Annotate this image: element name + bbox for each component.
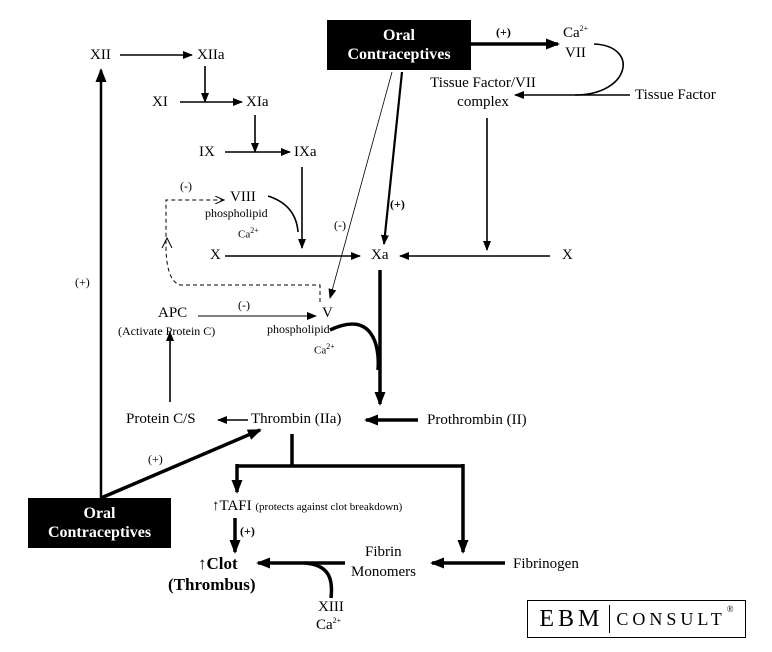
- sign-plus-thrombin: (+): [148, 452, 163, 466]
- logo-consult: CONSULT: [616, 608, 726, 629]
- node-xiia: XIIa: [197, 47, 225, 63]
- node-ca-viii: Ca2+: [238, 227, 259, 241]
- ebm-consult-logo: EBM CONSULT ®: [527, 600, 746, 638]
- ca-text: Ca: [314, 344, 327, 357]
- node-xii: XII: [90, 47, 111, 63]
- node-vii: VII: [565, 45, 586, 61]
- connector-thrombin-branch: [237, 434, 463, 468]
- node-x-left: X: [210, 247, 221, 263]
- ca-text: Ca: [238, 228, 251, 241]
- logo-divider: [609, 605, 611, 633]
- tafi-text: TAFI: [219, 498, 252, 514]
- node-xa: Xa: [371, 247, 389, 263]
- node-thrombus: (Thrombus): [168, 575, 256, 594]
- node-tissue-factor-vii: Tissue Factor/VII: [430, 75, 536, 91]
- sign-plus-tafi: (+): [240, 524, 255, 538]
- node-apc-full: (Activate Protein C): [118, 324, 216, 338]
- node-phospholipid-viii: phospholipid: [205, 206, 268, 220]
- ca-charge: 2+: [579, 24, 589, 33]
- sign-plus-xa: (+): [390, 197, 405, 211]
- logo-ebm: EBM: [539, 605, 604, 632]
- node-fibrinogen: Fibrinogen: [513, 556, 579, 572]
- ca-charge: 2+: [326, 342, 335, 351]
- node-protein-cs: Protein C/S: [126, 411, 196, 427]
- dashed-apc-up-arrow: [161, 236, 173, 249]
- increase-arrow: ↑: [198, 554, 207, 573]
- arrow-oc-to-v-inhibit: [328, 71, 393, 299]
- node-xia: XIa: [246, 94, 269, 110]
- oral-contraceptives-box-top: Oral Contraceptives: [327, 20, 471, 70]
- sign-plus-vii: (+): [496, 25, 511, 39]
- node-xiii: XIII: [318, 599, 344, 615]
- oc-top-line1: Oral: [383, 27, 415, 44]
- node-v: V: [322, 305, 333, 321]
- ca-text: Ca: [563, 25, 580, 41]
- node-fibrin: Fibrin: [365, 544, 402, 560]
- node-prothrombin: Prothrombin (II): [427, 412, 527, 428]
- node-xi: XI: [152, 94, 168, 110]
- node-ca-vii: Ca2+: [563, 25, 588, 41]
- ca-charge: 2+: [250, 226, 259, 235]
- arrow-oc-to-xa: [380, 71, 404, 245]
- node-tissue-factor: Tissue Factor: [635, 87, 716, 103]
- ca-charge: 2+: [332, 616, 342, 625]
- node-apc: APC: [158, 305, 188, 321]
- sign-minus-apc: (-): [238, 298, 250, 312]
- oc-bottom-line1: Oral: [83, 505, 116, 522]
- arrow-oc-to-thrombin: [100, 428, 262, 500]
- node-clot: ↑Clot: [198, 555, 238, 572]
- sign-minus-v: (-): [334, 218, 346, 232]
- node-viii: VIII: [230, 189, 256, 205]
- node-ca-xiii: Ca2+: [316, 617, 341, 633]
- clot-text: Clot: [206, 554, 238, 573]
- node-ixa: IXa: [294, 144, 317, 160]
- curve-vii-tissue-factor: [574, 43, 624, 96]
- node-tafi: ↑TAFI (protects against clot breakdown): [212, 499, 402, 514]
- oral-contraceptives-box-bottom: Oral Contraceptives: [28, 498, 171, 548]
- oc-top-line2: Contraceptives: [347, 46, 451, 63]
- node-complex: complex: [457, 94, 509, 110]
- ca-text: Ca: [316, 617, 333, 633]
- oc-bottom-line2: Contraceptives: [47, 524, 152, 541]
- node-ix: IX: [199, 144, 215, 160]
- curve-v-cofactor: [329, 322, 381, 371]
- node-monomers: Monomers: [351, 564, 416, 580]
- tafi-note: (protects against clot breakdown): [255, 501, 403, 513]
- node-thrombin: Thrombin (IIa): [251, 411, 342, 427]
- node-x-right: X: [562, 247, 573, 263]
- curve-viii-cofactor: [267, 195, 299, 233]
- sign-minus-viii: (-): [180, 179, 192, 193]
- sign-plus-xii: (+): [75, 275, 90, 289]
- node-ca-v: Ca2+: [314, 343, 335, 357]
- logo-registered: ®: [726, 604, 734, 614]
- curve-xiii-cofactor: [304, 561, 334, 599]
- increase-arrow: ↑: [212, 498, 220, 514]
- node-phospholipid-v: phospholipid: [267, 322, 330, 336]
